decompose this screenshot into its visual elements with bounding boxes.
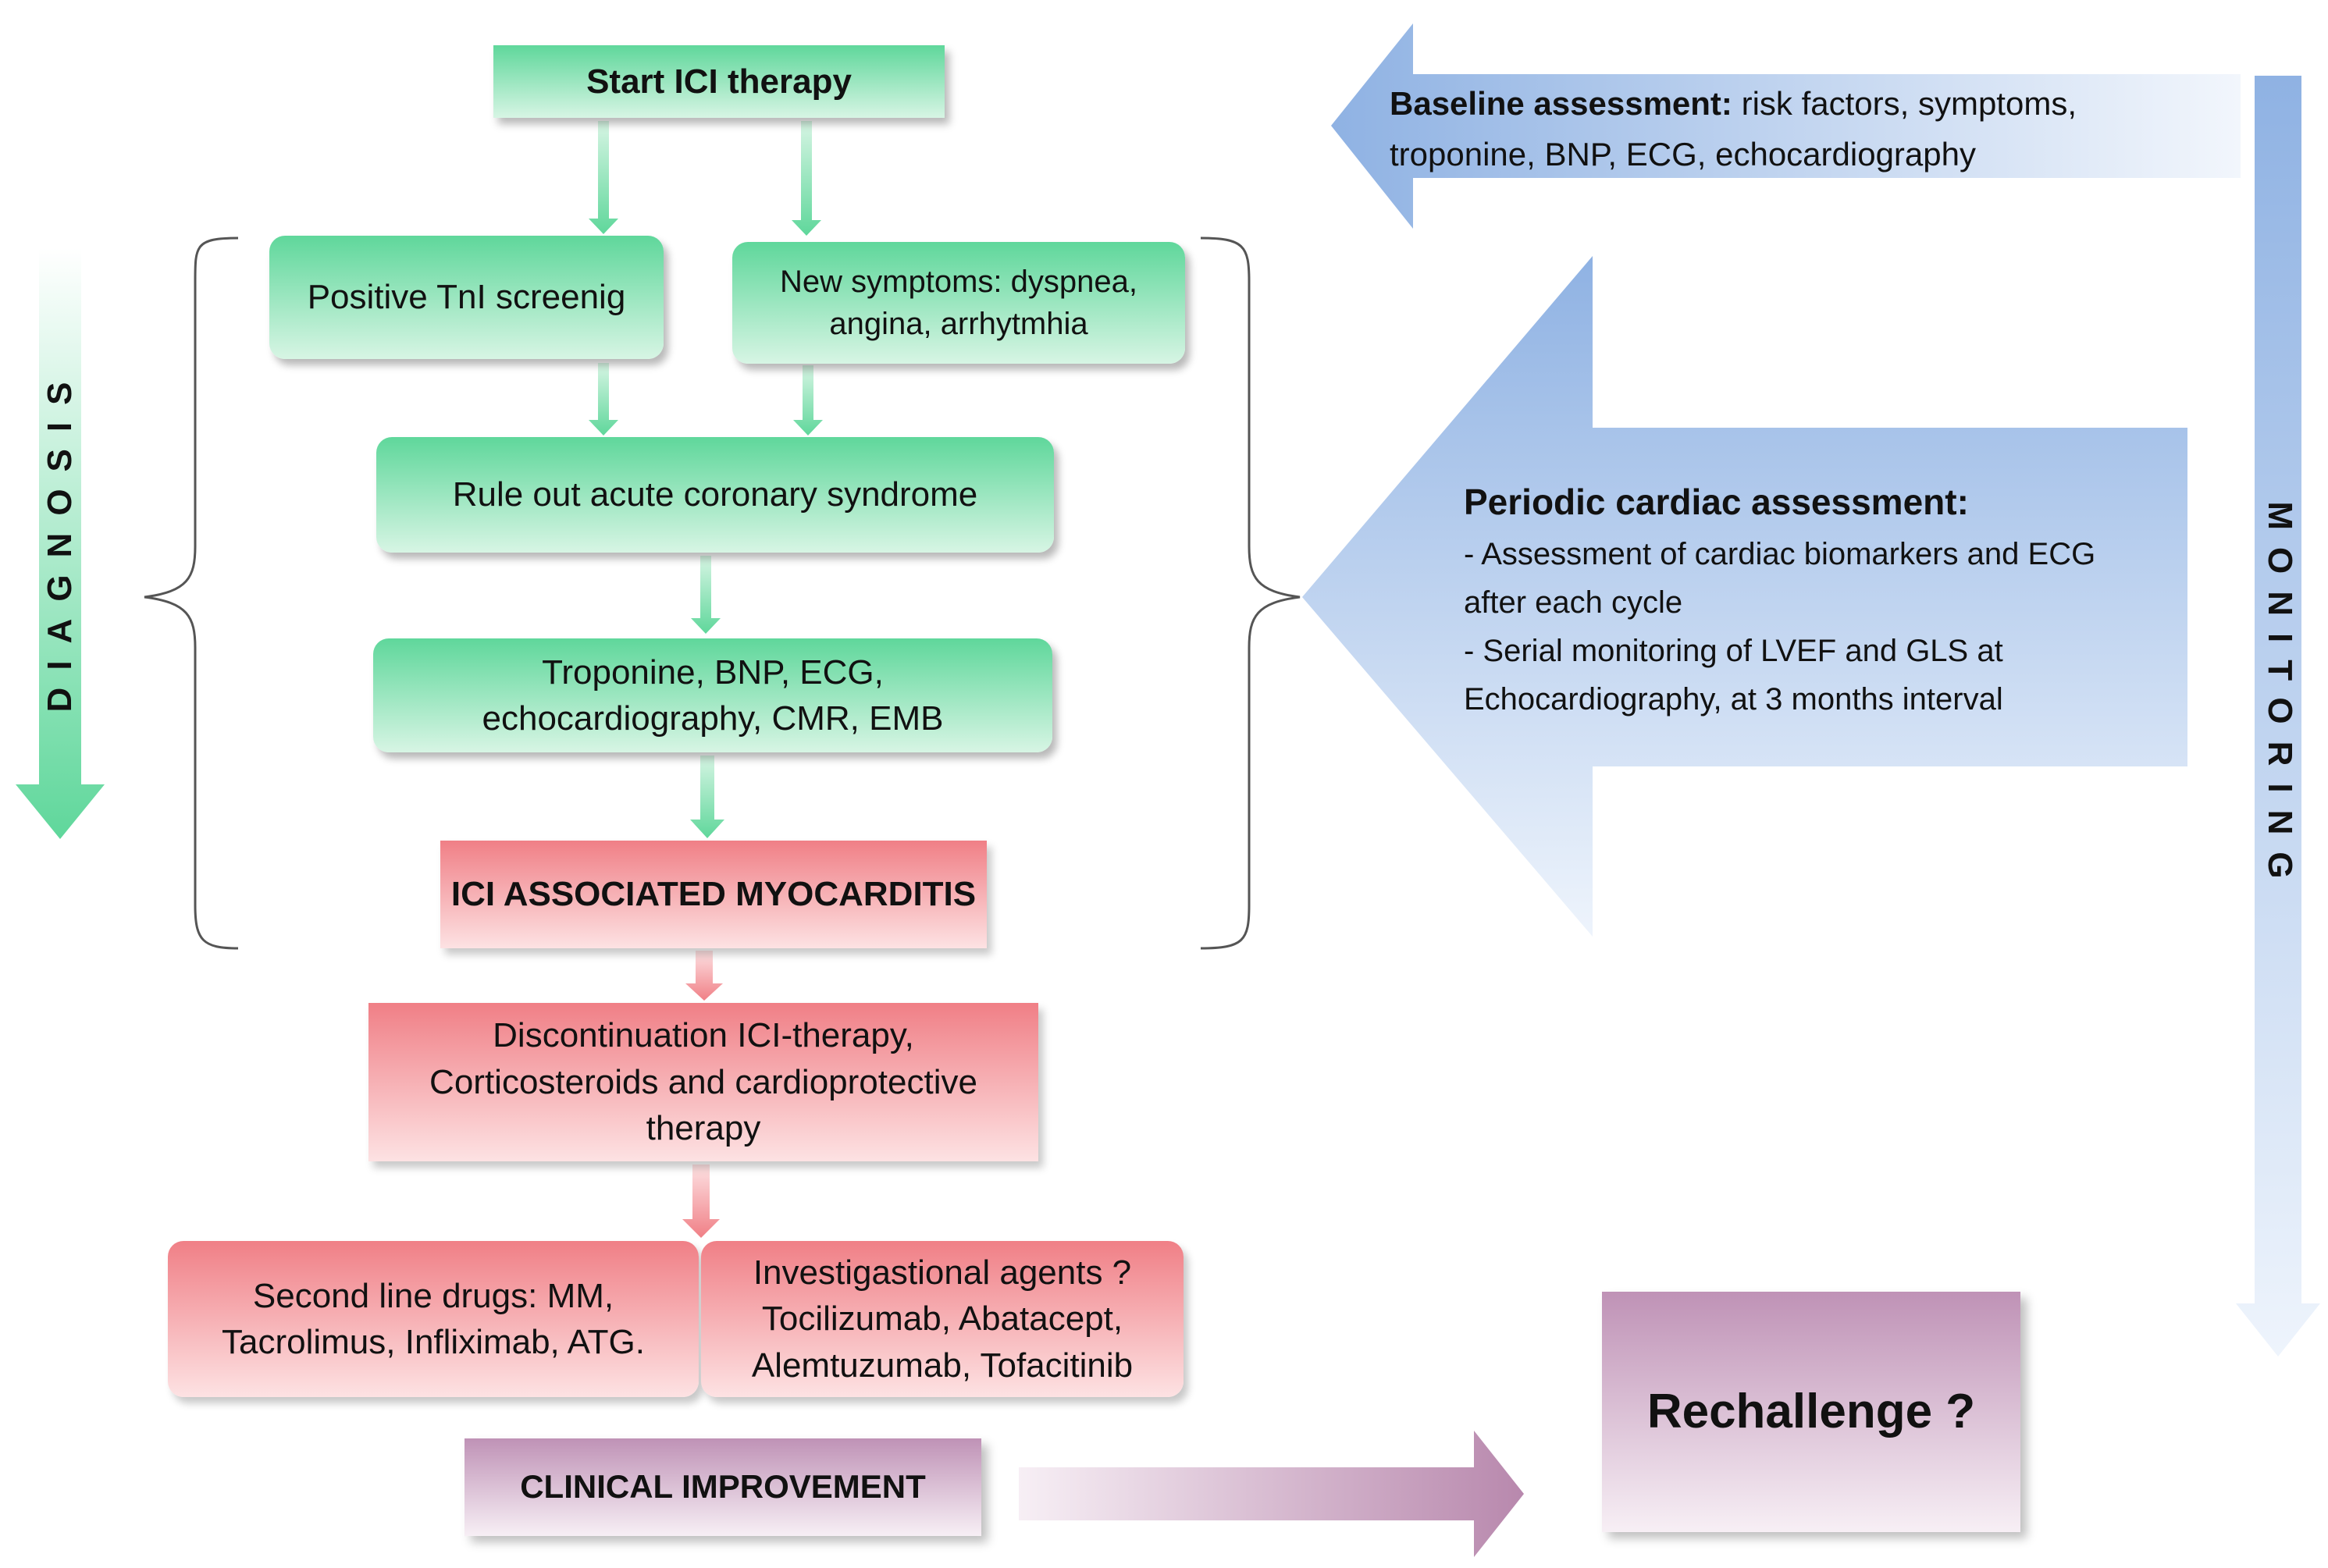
right-bracket [1200,236,1301,950]
new-symptoms-box: New symptoms: dyspnea, angina, arrhytmhi… [732,242,1185,364]
monitoring-arrow [2236,76,2320,1356]
myocarditis-box: ICI ASSOCIATED MYOCARDITIS [440,841,987,948]
start-ici-text: Start ICI therapy [586,62,852,101]
connector-arrows-green [589,121,823,838]
diagnostic-tests-box: Troponine, BNP, ECG, echocardiography, C… [373,638,1052,752]
periodic-line-3: - Serial monitoring of LVEF and GLS at [1464,634,2003,669]
left-bracket [144,236,239,950]
investigational-line-3: Alemtuzumab, Tofacitinib [751,1346,1134,1385]
second-line-drugs-line-1: Second line drugs: MM, [252,1276,614,1315]
periodic-line-2: after each cycle [1464,585,1683,620]
baseline-assessment-text: Baseline assessment: risk factors, sympt… [1390,78,2217,180]
periodic-line-1: - Assessment of cardiac biomarkers and E… [1464,537,2096,572]
diagnostic-tests-line-1: Troponine, BNP, ECG, [542,652,884,692]
discontinuation-line-3: therapy [646,1109,761,1148]
second-line-drugs-box: Second line drugs: MM, Tacrolimus, Infli… [168,1241,699,1397]
connector-arrows-red [682,951,723,1238]
baseline-text-1: risk factors, symptoms, [1732,85,2077,122]
discontinuation-line-2: Corticosteroids and cardioprotective [429,1062,977,1101]
diagnosis-arrow [16,248,105,839]
clinical-improvement-box: CLINICAL IMPROVEMENT [465,1438,981,1536]
connector-myocarditis-to-discontinuation [685,951,723,1001]
discontinuation-box: Discontinuation ICI-therapy, Corticoster… [368,1003,1038,1161]
baseline-arrow [1331,23,2241,229]
connector-discontinuation-to-drugs [682,1164,720,1238]
connector-rule-to-tests [691,556,721,634]
baseline-title: Baseline assessment: [1390,85,1732,122]
periodic-title: Periodic cardiac assessment: [1464,482,1969,522]
periodic-assessment-text: Periodic cardiac assessment: - Assessmen… [1464,475,2166,724]
diagnosis-label: DIAGNOSIS [41,364,79,713]
positive-tni-box: Positive TnI screenig [269,236,664,359]
investigational-line-2: Tocilizumab, Abatacept, [761,1300,1123,1339]
start-ici-box: Start ICI therapy [493,45,945,118]
connector-symptoms-to-rule [793,365,823,436]
connector-tni-to-rule [589,363,618,436]
new-symptoms-line-1: New symptoms: dyspnea, [780,265,1137,299]
investigational-agents-box: Investigastional agents ? Tocilizumab, A… [701,1241,1184,1397]
periodic-arrow [1302,256,2187,937]
rule-out-acs-box: Rule out acute coronary syndrome [376,437,1054,553]
myocarditis-text: ICI ASSOCIATED MYOCARDITIS [450,875,977,914]
rechallenge-box: Rechallenge ? [1602,1292,2020,1532]
monitoring-label: MONITORING [2261,501,2299,896]
connector-start-to-symptoms [792,121,821,236]
baseline-text-2: troponine, BNP, ECG, echocardiography [1390,136,1976,173]
positive-tni-text: Positive TnI screenig [307,278,626,317]
clinical-improvement-text: CLINICAL IMPROVEMENT [520,1468,926,1506]
investigational-line-1: Investigastional agents ? [753,1253,1132,1292]
discontinuation-line-1: Discontinuation ICI-therapy, [493,1016,914,1055]
periodic-line-4: Echocardiography, at 3 months interval [1464,682,2003,717]
rechallenge-text: Rechallenge ? [1646,1385,1976,1439]
second-line-drugs-line-2: Tacrolimus, Infliximab, ATG. [222,1323,645,1361]
rule-out-acs-text: Rule out acute coronary syndrome [452,475,978,514]
improvement-arrow [1019,1431,1524,1557]
connector-start-to-tni [589,121,618,234]
connector-tests-to-myocarditis [690,756,724,838]
diagnostic-tests-line-2: echocardiography, CMR, EMB [482,699,944,738]
new-symptoms-line-2: angina, arrhytmhia [829,307,1088,341]
